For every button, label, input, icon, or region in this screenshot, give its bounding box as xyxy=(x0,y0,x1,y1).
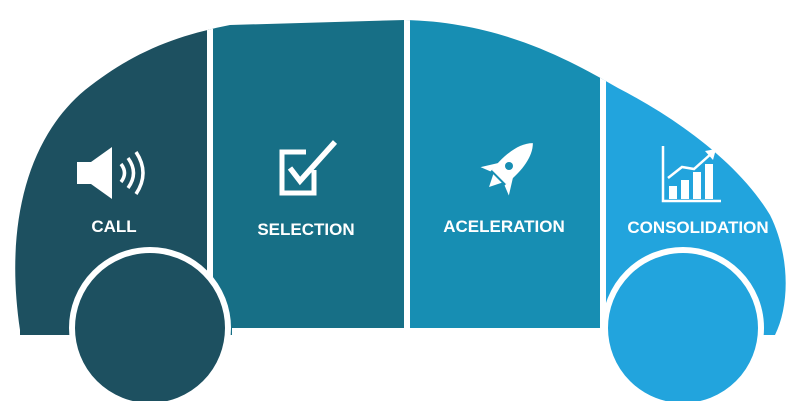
divider xyxy=(600,20,606,335)
body-bottom-gap xyxy=(232,328,612,338)
segment-label-consolidation: CONSOLIDATION xyxy=(627,218,768,237)
divider xyxy=(207,20,213,335)
segment-selection xyxy=(211,20,407,335)
segment-label-selection: SELECTION xyxy=(257,220,354,239)
speaker-icon xyxy=(77,147,145,199)
rear-wheel xyxy=(69,247,231,401)
segment-label-aceleration: ACELERATION xyxy=(443,217,565,236)
divider xyxy=(404,20,410,335)
segment-label-call: CALL xyxy=(91,217,136,236)
growth-chart-icon xyxy=(661,146,721,203)
front-wheel xyxy=(602,247,764,401)
checkbox-icon xyxy=(279,140,338,196)
